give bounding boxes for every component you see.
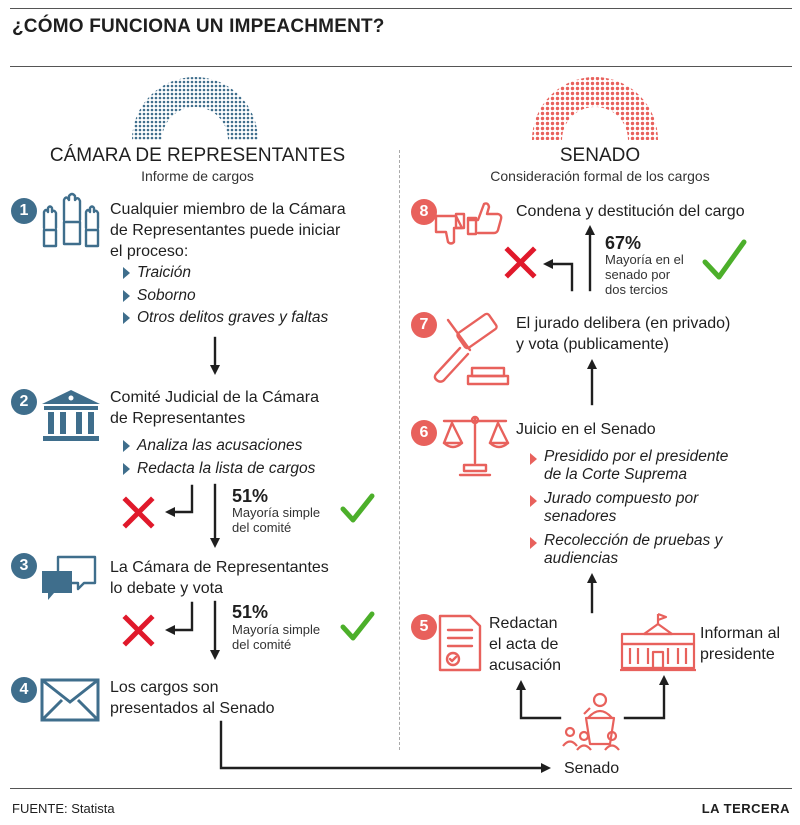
step-2-vote-pct: 51% bbox=[232, 486, 269, 506]
senate-heading: SENADO bbox=[559, 145, 641, 166]
house-hemicycle-icon bbox=[132, 77, 258, 140]
column-divider bbox=[399, 150, 400, 750]
step-2-vote-label: Mayoría simple del comité bbox=[232, 505, 321, 535]
speech-bubbles-icon bbox=[42, 555, 97, 600]
step-6-badge: 6 bbox=[411, 420, 437, 446]
house-heading: CÁMARA DE REPRESENTANTES bbox=[49, 145, 346, 166]
step-8-vote-pct: 67% bbox=[605, 233, 642, 253]
senate-node-label: Senado bbox=[564, 760, 620, 777]
step-2-line: Comité Judicial de la Cámara bbox=[110, 389, 319, 406]
president-line: presidente bbox=[700, 646, 775, 663]
footer-rule bbox=[10, 788, 792, 789]
step-4-badge: 4 bbox=[11, 677, 37, 703]
step-2-bullets: Analiza las acusaciones Redacta la lista… bbox=[123, 435, 315, 480]
thumbs-icon bbox=[434, 202, 503, 245]
step-2-text: Comité Judicial de la Cámara de Represen… bbox=[110, 387, 319, 429]
bullet-item: Redacta la lista de cargos bbox=[123, 458, 315, 481]
step-3-badge: 3 bbox=[11, 553, 37, 579]
step-4-line: Los cargos son bbox=[110, 679, 219, 696]
bullet-item: Otros delitos graves y faltas bbox=[123, 307, 328, 330]
step-3-vote-label: Mayoría simple del comité bbox=[232, 622, 321, 652]
footer-brand: LA TERCERA bbox=[701, 801, 790, 816]
reject-cross-icon bbox=[504, 246, 537, 279]
step-1-line: Cualquier miembro de la Cámara bbox=[110, 201, 346, 218]
step-1-badge: 1 bbox=[11, 198, 37, 224]
step-1-line: de Representantes puede iniciar bbox=[110, 222, 341, 239]
page-title: ¿CÓMO FUNCIONA UN IMPEACHMENT? bbox=[12, 16, 385, 37]
step-5-line: Redactan bbox=[489, 615, 558, 632]
courthouse-icon bbox=[42, 390, 100, 441]
step-5-line: acusación bbox=[489, 657, 562, 674]
bullet-item: Traición bbox=[123, 262, 328, 285]
step-5-line: el acta de bbox=[489, 636, 559, 653]
step-8-vote-label: Mayoría en el senado por dos tercios bbox=[605, 252, 684, 297]
step-3-line: La Cámara de Representantes bbox=[110, 559, 329, 576]
step-8-badge: 8 bbox=[411, 199, 437, 225]
white-house-icon bbox=[620, 612, 696, 672]
raised-hands-icon bbox=[42, 192, 100, 248]
bullet-item: Analiza las acusaciones bbox=[123, 435, 315, 458]
footer-source: FUENTE: Statista bbox=[12, 801, 115, 816]
senate-podium-icon bbox=[562, 692, 620, 751]
reject-cross-icon bbox=[122, 496, 155, 529]
step-2-badge: 2 bbox=[11, 389, 37, 415]
step-5-badge: 5 bbox=[411, 614, 437, 640]
bullet-item: Soborno bbox=[123, 285, 328, 308]
scales-icon bbox=[442, 415, 510, 477]
president-line: Informan al bbox=[700, 625, 781, 642]
senate-subheading: Consideración formal de los cargos bbox=[490, 168, 710, 184]
step-1-text: Cualquier miembro de la Cámara de Repres… bbox=[110, 199, 346, 262]
step-3-vote-pct: 51% bbox=[232, 602, 269, 622]
step-4-text: Los cargos son presentados al Senado bbox=[110, 677, 275, 719]
senate-hemicycle-icon bbox=[532, 77, 658, 140]
step-7-text: El jurado delibera (en privado) y vota (… bbox=[516, 313, 730, 355]
step-7-badge: 7 bbox=[411, 312, 437, 338]
step-3-text: La Cámara de Representantes lo debate y … bbox=[110, 557, 329, 599]
step-7-line: y vota (publicamente) bbox=[516, 336, 669, 353]
document-icon bbox=[438, 614, 482, 672]
house-subheading: Informe de cargos bbox=[141, 168, 254, 184]
top-rule bbox=[10, 8, 792, 9]
step-8-text: Condena y destitución del cargo bbox=[516, 203, 745, 220]
step-2-line: de Representantes bbox=[110, 410, 246, 427]
step-7-line: El jurado delibera (en privado) bbox=[516, 315, 731, 332]
gavel-icon bbox=[433, 312, 510, 386]
step-6-text: Juicio en el Senado bbox=[516, 421, 656, 438]
step-1-bullets: Traición Soborno Otros delitos graves y … bbox=[123, 262, 328, 330]
envelope-icon bbox=[40, 678, 100, 722]
approve-check-icon bbox=[702, 239, 747, 280]
title-rule bbox=[10, 66, 792, 67]
step-3-line: lo debate y vota bbox=[110, 580, 223, 597]
step-4-line: presentados al Senado bbox=[110, 700, 275, 717]
president-text: Informan al presidente bbox=[700, 623, 780, 665]
approve-check-icon bbox=[340, 611, 375, 641]
step-5-text: Redactan el acta de acusación bbox=[489, 613, 561, 676]
approve-check-icon bbox=[340, 493, 375, 523]
step-1-line: el proceso: bbox=[110, 243, 189, 260]
reject-cross-icon bbox=[122, 614, 155, 647]
